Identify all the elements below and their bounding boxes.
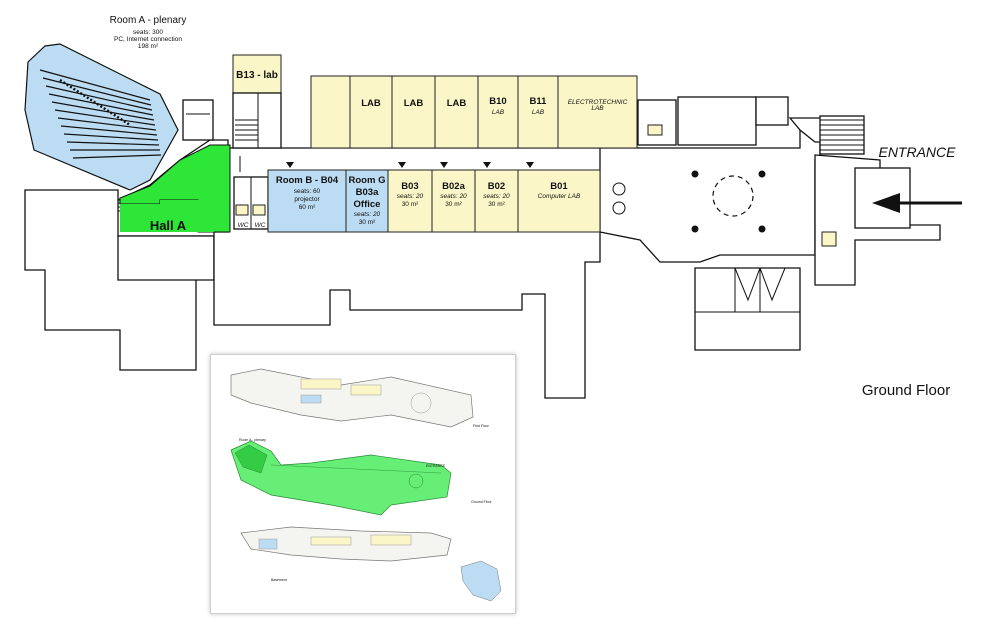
lab-sub-5: LAB — [532, 109, 545, 116]
room-b-area: 60 m² — [299, 204, 316, 211]
seat-row — [51, 101, 155, 121]
room-a-title: Room A - plenary — [110, 15, 187, 26]
room-b13[interactable] — [232, 54, 282, 94]
room-b-equipment: projector — [294, 196, 320, 203]
lab-room-4[interactable] — [477, 75, 519, 149]
room-g-area: 30 m² — [359, 219, 376, 226]
seat-row — [72, 154, 162, 159]
b01-sub: Computer LAB — [538, 193, 581, 200]
thumb-ground-floor-label: Ground Floor — [471, 500, 492, 504]
room-name: B02 — [488, 181, 505, 192]
stairs-top-right — [819, 115, 865, 155]
restroom-icons — [647, 124, 837, 247]
lab-sub-4: LAB — [492, 109, 505, 116]
lab-room-0[interactable] — [310, 75, 351, 149]
lab-name-5: B11 — [530, 96, 548, 107]
lobby-features — [612, 170, 766, 233]
room-b-b04[interactable] — [267, 169, 347, 233]
room-area: 30 m² — [402, 201, 419, 208]
b13-label: B13 - lab — [236, 70, 278, 81]
seat-row — [45, 85, 153, 111]
floor-label: Ground Floor — [862, 382, 950, 399]
thumb-first-floor: First Floor — [230, 368, 490, 428]
seat-row — [60, 125, 158, 136]
room-a-equipment: PC, Internet connection — [114, 36, 182, 43]
room-g-office: Office — [354, 199, 381, 210]
room-a-area: 198 m² — [138, 43, 159, 50]
lab-name-1: LAB — [361, 98, 381, 109]
lab-name-2: LAB — [404, 98, 424, 109]
seat-row — [66, 141, 160, 146]
stairs-b13 — [232, 92, 282, 149]
lab-sub-6: LAB — [591, 105, 604, 112]
lab-name-3: LAB — [447, 98, 467, 109]
thumb-basement: Basement — [240, 526, 502, 602]
floors-overview-thumbnail[interactable]: First Floor Room A - plenary ENTRANCE Gr… — [210, 354, 516, 614]
b01-name: B01 — [550, 181, 568, 192]
room-b01[interactable] — [517, 169, 601, 233]
room-seats: seats: 20 — [397, 193, 424, 200]
aisle — [59, 78, 131, 127]
room-area: 30 m² — [488, 201, 505, 208]
lab-room-2[interactable] — [391, 75, 436, 149]
room-a-seats: seats: 300 — [133, 29, 163, 36]
seat-row — [39, 69, 151, 101]
seat-row — [63, 133, 159, 141]
thumb-entrance-label: ENTRANCE — [426, 464, 446, 468]
room-g-number: B03a — [356, 187, 379, 198]
thumb-ground-floor: Room A - plenary ENTRANCE Ground Floor — [230, 438, 492, 516]
seat-row — [42, 77, 152, 106]
room-g-title: Room G — [349, 175, 386, 186]
thumb-room-a-label: Room A - plenary — [239, 438, 266, 442]
lab-room-1[interactable] — [349, 75, 393, 149]
room-b-title: Room B - B04 — [276, 175, 339, 186]
room-b-seats: seats: 60 — [294, 188, 321, 195]
lab-name-4: B10 — [489, 96, 506, 107]
hall-a-label: Hall A — [150, 218, 187, 233]
room-b03[interactable] — [387, 169, 433, 233]
wc-label-2: WC — [255, 222, 266, 229]
room-g-b03a[interactable] — [345, 169, 389, 233]
room-seats: seats: 20 — [440, 193, 467, 200]
room-name: B03 — [401, 181, 418, 192]
room-a-plenary[interactable] — [24, 43, 179, 191]
thumb-first-floor-label: First Floor — [473, 424, 490, 428]
wc-label-1: WC — [238, 222, 249, 229]
thumb-basement-label: Basement — [271, 578, 287, 582]
room-seats: seats: 20 — [483, 193, 510, 200]
floors-overview-svg: First Floor Room A - plenary ENTRANCE Gr… — [230, 368, 502, 602]
room-b02a[interactable] — [431, 169, 476, 233]
room-b02[interactable] — [474, 169, 519, 233]
room-area: 30 m² — [445, 201, 462, 208]
lab-room-6[interactable] — [557, 75, 638, 149]
seat-row — [48, 93, 154, 116]
room-name: B02a — [442, 181, 465, 192]
hall-a[interactable] — [119, 144, 231, 233]
entrance-arrow-icon — [854, 167, 962, 229]
entrance-label: ENTRANCE — [878, 144, 956, 160]
seat-row — [57, 117, 157, 131]
room-g-seats: seats: 20 — [354, 211, 381, 218]
lab-room-3[interactable] — [434, 75, 479, 149]
door-markers — [286, 162, 534, 168]
lab-name-6: ELECTROTECHNIC — [568, 99, 628, 106]
seat-row — [54, 109, 156, 126]
